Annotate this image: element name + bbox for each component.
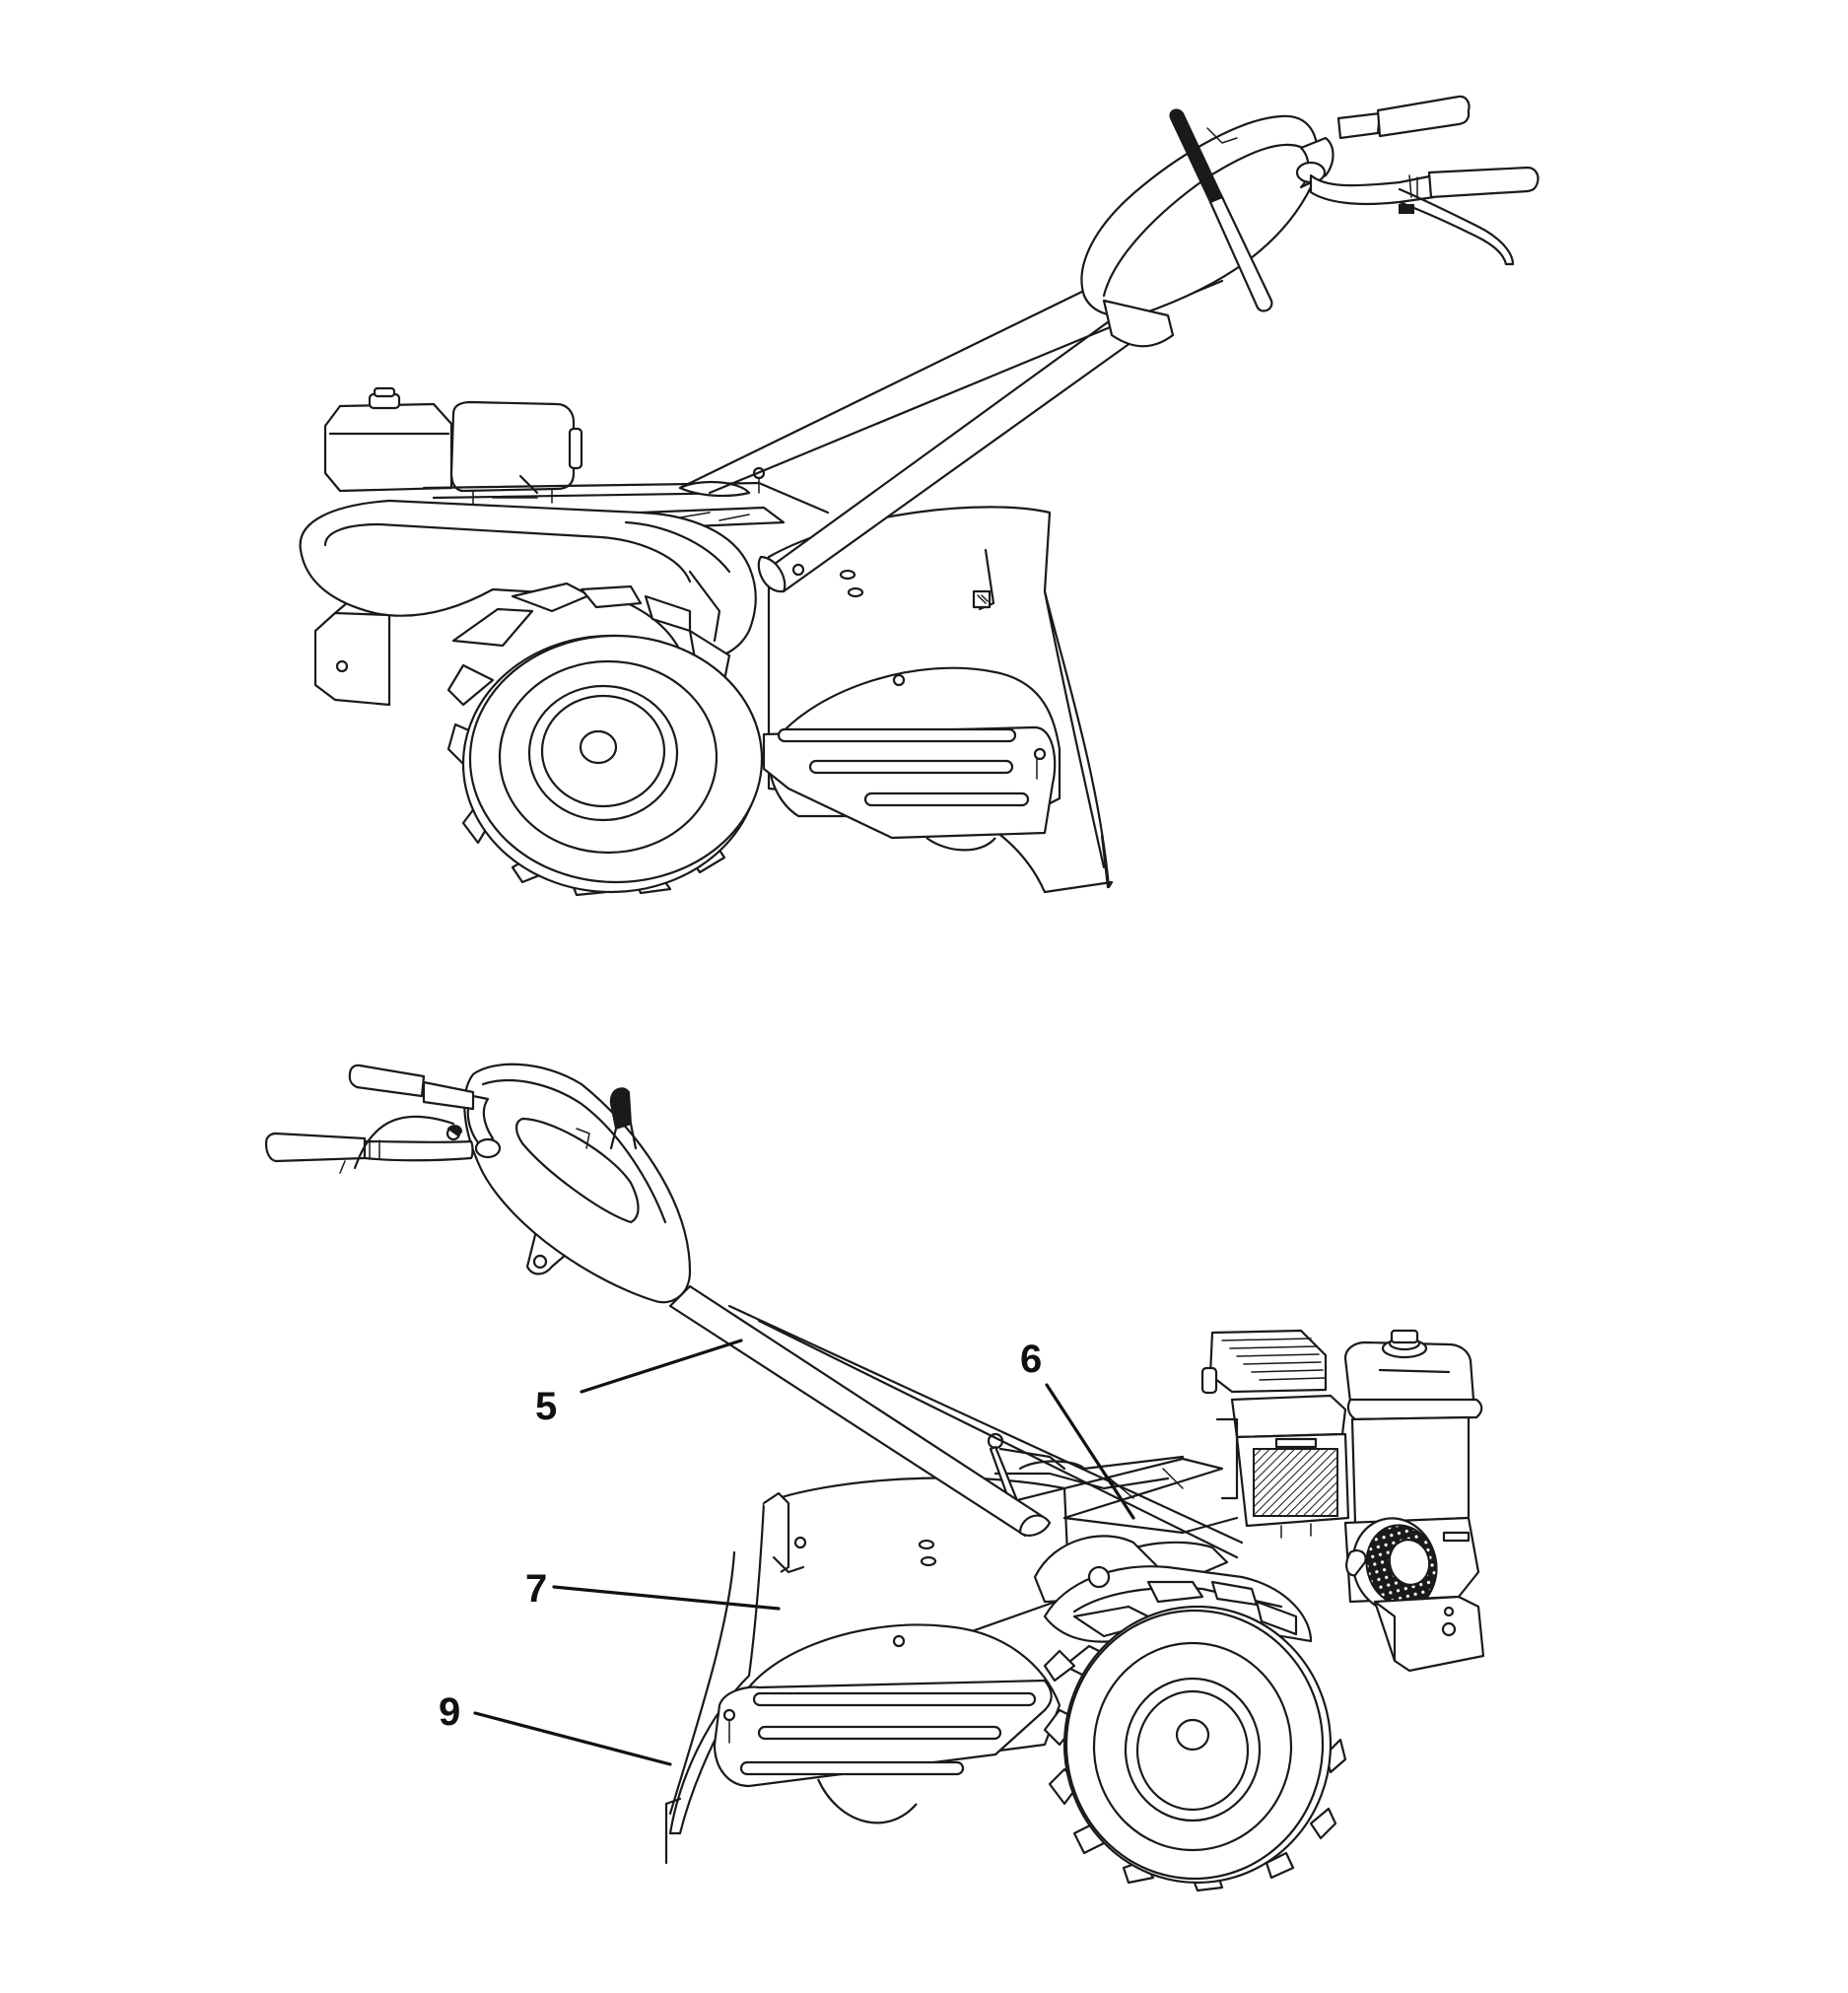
handlebar-right	[264, 1063, 1244, 1559]
leader-5	[580, 1339, 743, 1394]
leader-6	[1045, 1383, 1135, 1520]
engine	[323, 386, 583, 506]
leader-9	[473, 1711, 672, 1766]
callout-5: 5	[535, 1385, 557, 1428]
side-shield	[762, 666, 1061, 852]
tiller-left-side-view	[299, 95, 1540, 897]
callout-6: 6	[1020, 1338, 1042, 1381]
callout-7: 7	[525, 1567, 547, 1611]
side-shield-right	[713, 1623, 1061, 1824]
handlebar	[678, 95, 1540, 593]
rear-wheel	[446, 582, 764, 897]
recoil-starter	[1343, 1516, 1480, 1614]
callout-leaders	[473, 1339, 1135, 1766]
callout-9: 9	[439, 1690, 460, 1734]
engine-right	[1200, 1329, 1485, 1673]
front-bracket	[313, 594, 396, 707]
leader-7	[552, 1585, 781, 1611]
frame	[422, 466, 830, 529]
rear-wheel-right	[1043, 1580, 1347, 1892]
tiller-right-side-view: 5 6 7 9	[264, 1063, 1485, 1892]
